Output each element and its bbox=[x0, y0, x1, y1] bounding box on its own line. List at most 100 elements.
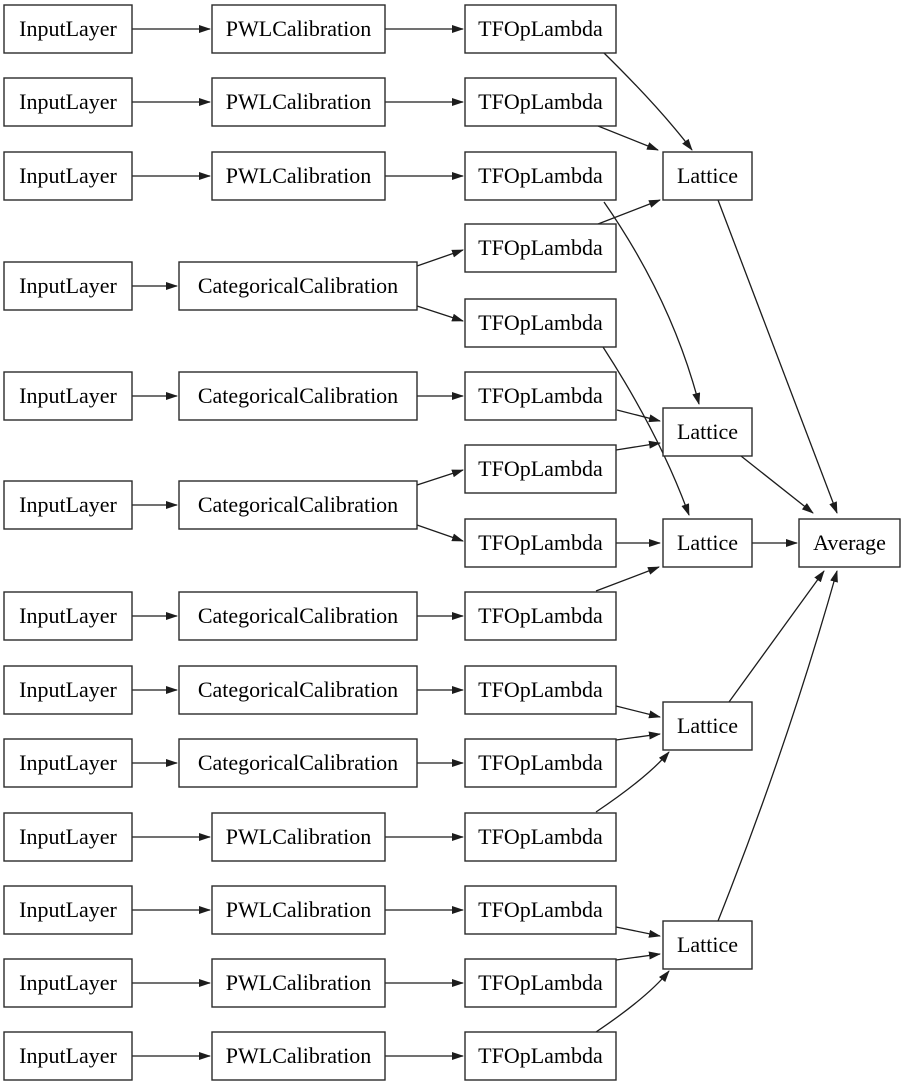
edge-lat2-to-avg bbox=[740, 455, 814, 514]
node-label-tf6a: TFOpLambda bbox=[478, 456, 603, 481]
node-label-cat5: CategoricalCalibration bbox=[198, 383, 398, 408]
node-box-lat1 bbox=[662, 151, 753, 201]
node-box-pwl12 bbox=[211, 958, 386, 1008]
node-tf11: TFOpLambda bbox=[464, 885, 617, 935]
node-box-lat3 bbox=[662, 518, 753, 568]
edge-tf11-to-lat5 bbox=[615, 926, 661, 938]
node-box-il2 bbox=[3, 77, 133, 127]
node-pwl11: PWLCalibration bbox=[211, 885, 386, 935]
node-box-pwl13 bbox=[211, 1031, 386, 1081]
node-tf1: TFOpLambda bbox=[464, 4, 617, 54]
node-box-cat9 bbox=[178, 738, 418, 788]
node-tf12: TFOpLambda bbox=[464, 958, 617, 1008]
node-box-il10 bbox=[3, 812, 133, 862]
node-label-lat5: Lattice bbox=[677, 932, 738, 957]
edge-tf3-to-lat2 bbox=[603, 201, 701, 405]
edge-tf1-to-lat1 bbox=[603, 52, 693, 151]
edge-tf8-to-lat4 bbox=[615, 705, 661, 719]
node-il5: InputLayer bbox=[3, 371, 133, 421]
node-box-tf11 bbox=[464, 885, 617, 935]
node-cat6: CategoricalCalibration bbox=[178, 480, 418, 530]
node-il7: InputLayer bbox=[3, 591, 133, 641]
edge-tf13-to-lat5 bbox=[595, 970, 670, 1033]
node-box-pwl10 bbox=[211, 812, 386, 862]
node-box-cat5 bbox=[178, 371, 418, 421]
edge-tf5-to-lat2 bbox=[616, 409, 661, 423]
node-tf13: TFOpLambda bbox=[464, 1031, 617, 1081]
node-label-il8: InputLayer bbox=[19, 677, 117, 702]
node-il9: InputLayer bbox=[3, 738, 133, 788]
node-tf4a: TFOpLambda bbox=[464, 223, 617, 273]
node-box-tf9 bbox=[464, 738, 617, 788]
node-tf7: TFOpLambda bbox=[464, 591, 617, 641]
node-pwl3: PWLCalibration bbox=[211, 151, 386, 201]
node-lat4: Lattice bbox=[662, 701, 753, 751]
node-label-cat8: CategoricalCalibration bbox=[198, 677, 398, 702]
node-label-il5: InputLayer bbox=[19, 383, 117, 408]
node-label-tf10: TFOpLambda bbox=[478, 824, 603, 849]
node-box-tf3 bbox=[464, 151, 617, 201]
node-label-cat9: CategoricalCalibration bbox=[198, 750, 398, 775]
edge-tf7-to-lat3 bbox=[595, 566, 660, 592]
node-box-il7 bbox=[3, 591, 133, 641]
node-label-tf6b: TFOpLambda bbox=[478, 530, 603, 555]
node-label-lat4: Lattice bbox=[677, 713, 738, 738]
node-box-il3 bbox=[3, 151, 133, 201]
node-box-il12 bbox=[3, 958, 133, 1008]
node-label-pwl12: PWLCalibration bbox=[226, 970, 371, 995]
node-box-tf4b bbox=[464, 298, 617, 348]
node-il4: InputLayer bbox=[3, 261, 133, 311]
node-il6: InputLayer bbox=[3, 480, 133, 530]
node-tf6b: TFOpLambda bbox=[464, 518, 617, 568]
node-box-tf6b bbox=[464, 518, 617, 568]
edge-tf10-to-lat4 bbox=[595, 751, 670, 813]
node-box-tf10 bbox=[464, 812, 617, 862]
node-il11: InputLayer bbox=[3, 885, 133, 935]
node-label-pwl13: PWLCalibration bbox=[226, 1043, 371, 1068]
node-box-tf1 bbox=[464, 4, 617, 54]
node-label-lat2: Lattice bbox=[677, 419, 738, 444]
node-label-lat1: Lattice bbox=[677, 163, 738, 188]
node-lat5: Lattice bbox=[662, 920, 753, 970]
edge-lat5-to-avg bbox=[717, 570, 838, 922]
node-label-il11: InputLayer bbox=[19, 897, 117, 922]
node-cat9: CategoricalCalibration bbox=[178, 738, 418, 788]
node-label-pwl2: PWLCalibration bbox=[226, 89, 371, 114]
nodes-layer: InputLayerInputLayerInputLayerInputLayer… bbox=[3, 4, 901, 1081]
node-label-pwl1: PWLCalibration bbox=[226, 16, 371, 41]
node-tf8: TFOpLambda bbox=[464, 665, 617, 715]
node-il8: InputLayer bbox=[3, 665, 133, 715]
node-cat7: CategoricalCalibration bbox=[178, 591, 418, 641]
node-tf9: TFOpLambda bbox=[464, 738, 617, 788]
node-tf5: TFOpLambda bbox=[464, 371, 617, 421]
node-pwl1: PWLCalibration bbox=[211, 4, 386, 54]
node-box-tf8 bbox=[464, 665, 617, 715]
node-label-il2: InputLayer bbox=[19, 89, 117, 114]
node-tf2: TFOpLambda bbox=[464, 77, 617, 127]
node-il1: InputLayer bbox=[3, 4, 133, 54]
node-label-cat7: CategoricalCalibration bbox=[198, 603, 398, 628]
node-pwl2: PWLCalibration bbox=[211, 77, 386, 127]
node-label-il6: InputLayer bbox=[19, 492, 117, 517]
node-box-avg bbox=[798, 518, 901, 568]
edge-cat4-to-tf4b bbox=[416, 305, 464, 322]
node-cat5: CategoricalCalibration bbox=[178, 371, 418, 421]
node-lat1: Lattice bbox=[662, 151, 753, 201]
edge-tf2-to-lat1 bbox=[597, 125, 659, 151]
node-box-cat6 bbox=[178, 480, 418, 530]
node-label-tf4a: TFOpLambda bbox=[478, 235, 603, 260]
node-label-cat6: CategoricalCalibration bbox=[198, 492, 398, 517]
node-box-lat5 bbox=[662, 920, 753, 970]
node-label-lat3: Lattice bbox=[677, 530, 738, 555]
node-label-tf13: TFOpLambda bbox=[478, 1043, 603, 1068]
node-label-tf1: TFOpLambda bbox=[478, 16, 603, 41]
node-box-cat8 bbox=[178, 665, 418, 715]
node-box-pwl1 bbox=[211, 4, 386, 54]
node-box-pwl2 bbox=[211, 77, 386, 127]
node-box-il13 bbox=[3, 1031, 133, 1081]
node-label-il7: InputLayer bbox=[19, 603, 117, 628]
node-box-il6 bbox=[3, 480, 133, 530]
node-label-il3: InputLayer bbox=[19, 163, 117, 188]
